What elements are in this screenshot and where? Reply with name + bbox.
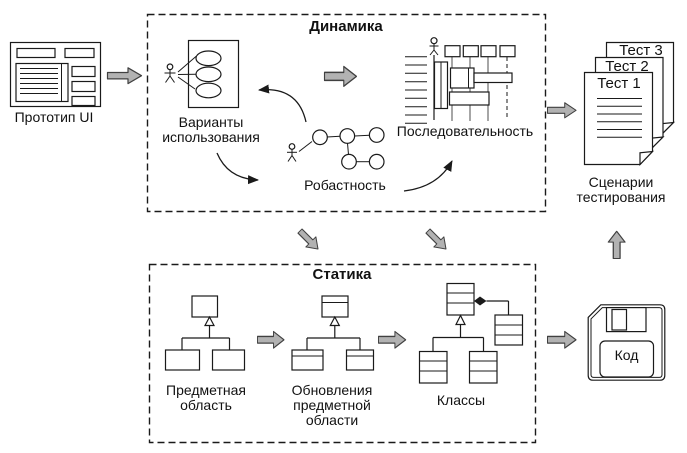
arrow-dynamics-statics-right (422, 225, 452, 255)
domain-updates-icon (291, 295, 375, 371)
arrow-usecases-to-sequence (323, 65, 358, 87)
class-diagram-icon (418, 282, 524, 384)
test-documents-icon (583, 41, 676, 166)
dynamics-box (146, 13, 547, 213)
arrow-dynamics-to-tests (546, 102, 577, 119)
domain-updates-label: Обновления предметной области (291, 382, 373, 428)
arrow-dynamics-statics-left (294, 225, 324, 255)
arrow-prototype-to-dynamics (106, 67, 143, 85)
use-case-diagram-icon (164, 39, 240, 109)
ui-prototype-icon (9, 41, 102, 108)
test-scenarios-label: Сценарии тестирования (576, 174, 666, 205)
floppy-disk-icon (587, 304, 666, 381)
arrow-updates-to-classes (377, 330, 407, 349)
curved-arrow-usecases-to-robustness (216, 152, 259, 185)
statics-title: Статика (312, 266, 372, 283)
sequence-label: Последовательность (396, 123, 534, 139)
curved-arrow-robustness-to-sequence (403, 160, 453, 192)
domain-label: Предметная область (166, 382, 246, 413)
arrow-code-to-tests (607, 230, 626, 260)
prototype-ui-label: Прототип UI (14, 109, 94, 125)
code-label: Код (614, 346, 639, 363)
robustness-diagram-icon (287, 127, 385, 170)
curved-arrow-robustness-to-usecases (258, 84, 307, 123)
use-cases-label: Варианты использования (162, 114, 260, 145)
classes-label: Классы (436, 392, 486, 408)
actor-icon (287, 143, 297, 162)
statics-box (148, 263, 537, 444)
test-page-1-label: Тест 1 (597, 74, 641, 92)
composition-diamond (474, 296, 487, 306)
arrow-domain-to-updates (256, 330, 285, 349)
test-page-3-label: Тест 3 (619, 42, 663, 59)
actor-icon (164, 63, 176, 83)
domain-model-icon (164, 295, 246, 371)
robustness-label: Робастность (304, 177, 386, 193)
arrow-statics-to-code (546, 330, 577, 349)
test-page-2-label: Тест 2 (605, 57, 649, 75)
actor-icon (429, 37, 439, 56)
sequence-diagram-icon (405, 37, 516, 124)
dynamics-title: Динамика (309, 18, 383, 35)
